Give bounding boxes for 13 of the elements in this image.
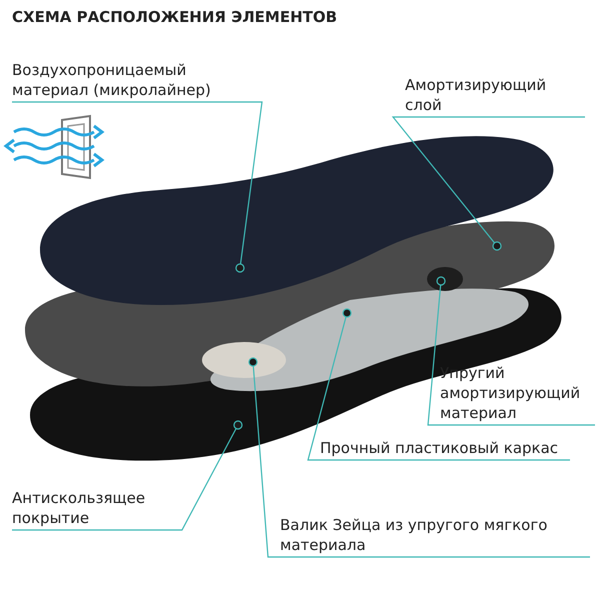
title: СХЕМА РАСПОЛОЖЕНИЯ ЭЛЕМЕНТОВ xyxy=(12,8,338,26)
part-label: Валик Зейца из упругого мягкого материала xyxy=(280,515,590,555)
leader-line xyxy=(12,420,243,531)
leader-line xyxy=(427,276,595,426)
part-label: Амортизирующий слой xyxy=(405,75,585,115)
leader-line xyxy=(12,101,263,273)
leader-line xyxy=(248,357,590,558)
leader-line xyxy=(307,308,570,461)
part-label: Антискользящее покрытие xyxy=(12,488,182,528)
leader-line xyxy=(392,116,585,251)
part-label: Прочный пластиковый каркас xyxy=(320,438,570,458)
top-layer xyxy=(40,136,554,305)
part-label: Воздухопроницаемый материал (микролайнер) xyxy=(12,60,262,100)
